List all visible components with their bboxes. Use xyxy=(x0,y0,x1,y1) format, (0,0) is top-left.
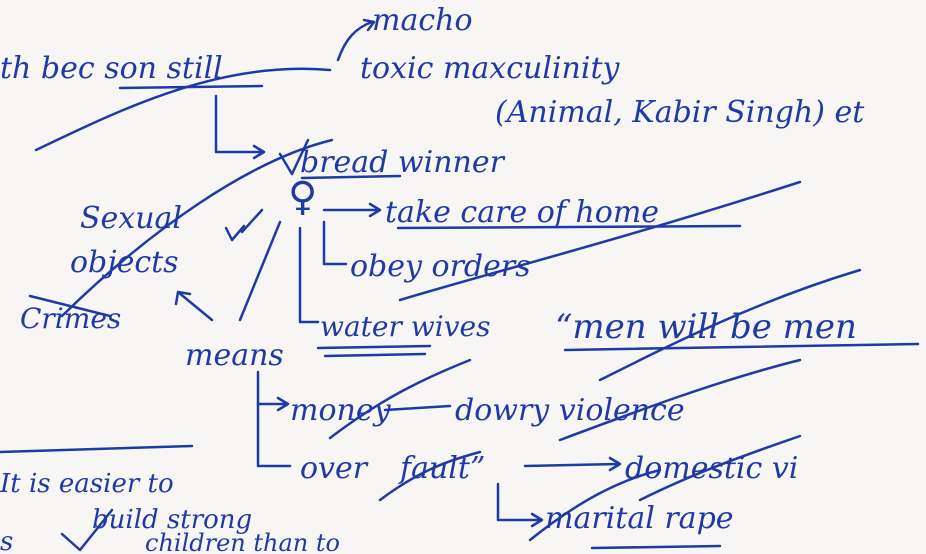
text-men-will-be-men: “men will be men xyxy=(555,307,857,347)
diagonal-stroke-middle xyxy=(398,180,802,302)
curved-stroke-top xyxy=(34,67,332,152)
text-water-wives: water wives xyxy=(320,310,490,343)
diagonal-stroke-left xyxy=(60,138,334,318)
branch-obey-orders xyxy=(322,220,348,266)
branch-water-wives xyxy=(298,226,320,324)
text-means: means xyxy=(185,338,284,373)
line-female-to-means xyxy=(238,220,282,322)
diagonal-stroke-money xyxy=(328,358,472,440)
check-mark-bread-winner xyxy=(278,138,310,176)
arrow-to-macho xyxy=(336,18,376,62)
underline-easier-to xyxy=(0,444,194,454)
text-money: money xyxy=(290,393,392,428)
text-s-fragment: s xyxy=(0,527,13,554)
arrow-means-to-objects xyxy=(174,290,214,322)
text-children-than-to: children than to xyxy=(145,529,340,554)
line-female-to-objects xyxy=(240,208,264,234)
female-symbol: ♀ xyxy=(288,174,317,220)
text-animal-kabir-singh: (Animal, Kabir Singh) et xyxy=(495,95,865,130)
text-top-left: th bec son still xyxy=(0,51,223,86)
branch-over-fault xyxy=(256,402,292,468)
diagonal-stroke-domestic xyxy=(638,434,802,502)
diagonal-stroke-over-fault xyxy=(378,450,482,502)
underline-marital-rape xyxy=(590,544,722,550)
check-mark-build-strong xyxy=(60,508,114,552)
text-bread-winner: bread winner xyxy=(300,145,506,180)
dash-money-dowry xyxy=(383,404,452,412)
text-marital-rape: marital rape xyxy=(545,501,734,536)
text-it-is-easier-to: It is easier to xyxy=(0,469,174,499)
arrow-to-domestic xyxy=(523,456,622,472)
text-toxic-masculinity: toxic maxculinity xyxy=(360,51,621,86)
diagonal-stroke-marital xyxy=(528,468,662,542)
text-sexual: Sexual xyxy=(80,201,182,236)
underline-take-care xyxy=(396,224,742,230)
underline-men-will-be-men xyxy=(563,342,920,352)
arrow-to-money xyxy=(256,370,290,412)
text-obey-orders: obey orders xyxy=(350,249,531,284)
text-build-strong: build strong xyxy=(92,505,252,535)
arrow-to-marital-rape xyxy=(496,482,544,528)
text-fault: fault” xyxy=(398,451,485,486)
arrow-to-take-care xyxy=(322,202,382,218)
underline-bread-winner xyxy=(300,174,402,180)
arrow-to-bread-winner xyxy=(214,94,266,160)
diagonal-stroke-men-will xyxy=(598,268,862,382)
text-dowry-violence: dowry violence xyxy=(455,393,685,428)
text-macho: macho xyxy=(372,3,473,38)
check-mark-objects xyxy=(224,224,246,242)
cross-stroke-crimes xyxy=(28,294,112,318)
diagonal-stroke-dowry xyxy=(558,358,802,442)
text-take-care-of-home: take care of home xyxy=(385,195,659,230)
underline-water-wives xyxy=(316,344,432,358)
text-over: over xyxy=(300,451,369,486)
text-objects: objects xyxy=(70,245,179,280)
